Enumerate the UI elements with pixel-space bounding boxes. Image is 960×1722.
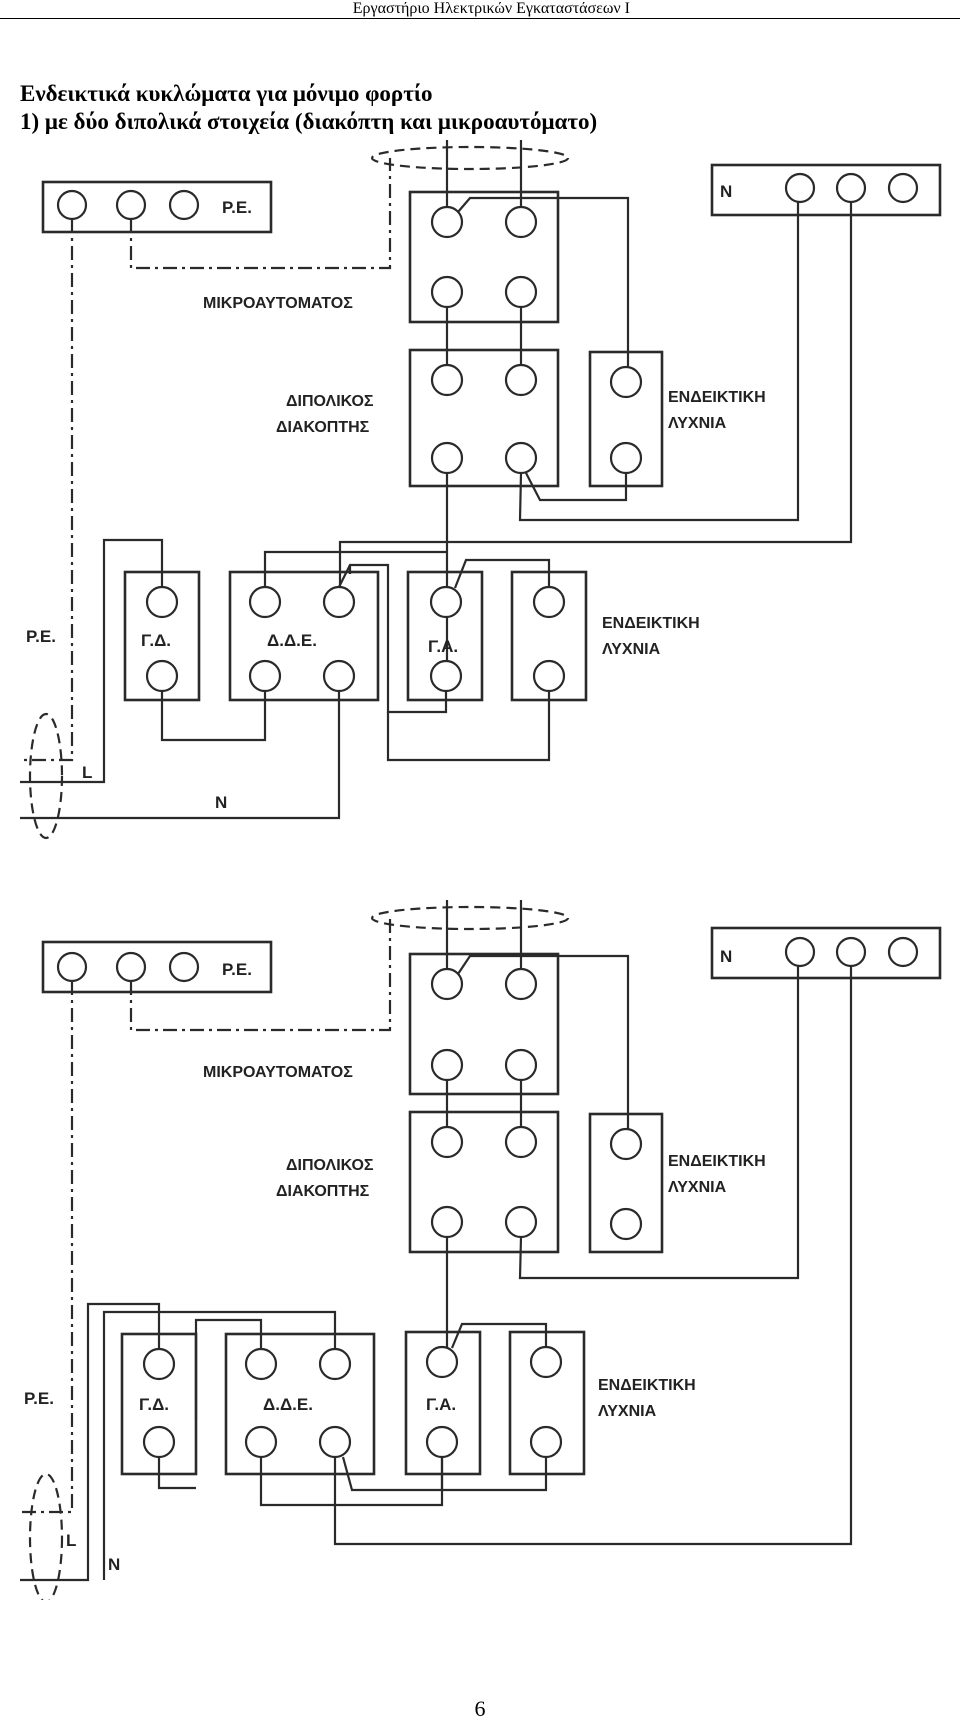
switch-label-1: ΔΙΠΟΛΙΚΟΣ <box>286 393 374 410</box>
switch-label-2: ΔΙΑΚΟΠΤΗΣ <box>276 1183 370 1200</box>
pe-bar <box>41 940 273 994</box>
lamp-label-2: ΛΥΧΝΙΑ <box>668 415 727 432</box>
cable-sheath-top <box>370 905 570 931</box>
pe-bar-label: P.E. <box>222 960 252 979</box>
l-label: L <box>82 763 92 782</box>
pe-label: P.E. <box>24 1389 54 1408</box>
indicator-lamp-box <box>588 1112 664 1254</box>
dde-label: Δ.Δ.Ε. <box>263 1395 313 1414</box>
indicator-lamp-2-box <box>508 1330 586 1476</box>
breaker-box <box>408 952 560 1096</box>
pe-bar <box>41 180 273 234</box>
lamp-label-1: ΕΝΔΕΙΚΤΙΚΗ <box>668 1153 766 1170</box>
neutral-bar-label: N <box>720 947 732 966</box>
indicator-lamp-box <box>588 350 664 488</box>
cable-sheath-top <box>370 145 570 171</box>
breaker-box <box>408 190 560 324</box>
neutral-bar <box>710 163 942 217</box>
circuit-diagram-1: P.E. N ΜΙΚΡΟΑΥΤΟΜΑΤΟΣ ΔΙΠΟΛΙΚΟΣ ΔΙΑΚΟΠΤΗ… <box>20 140 942 840</box>
lamp2-label-2: ΛΥΧΝΙΑ <box>602 641 661 658</box>
running-header: Εργαστήριο Ηλεκτρικών Εγκαταστάσεων Ι <box>0 0 960 19</box>
pe-label: P.E. <box>26 627 56 646</box>
gd-label: Γ.Δ. <box>141 631 171 650</box>
switch-label-2: ΔΙΑΚΟΠΤΗΣ <box>276 419 370 436</box>
dde-label: Δ.Δ.Ε. <box>267 631 317 650</box>
breaker-label: ΜΙΚΡΟΑΥΤΟΜΑΤΟΣ <box>203 1064 353 1081</box>
ga-box <box>406 570 484 702</box>
page-heading: Ενδεικτικά κυκλώματα για μόνιμο φορτίο 1… <box>20 80 597 136</box>
cable-sheath-left <box>28 712 64 840</box>
ga-label: Γ.Α. <box>426 1395 456 1414</box>
n-label: N <box>108 1555 120 1574</box>
ga-label: Γ.Α. <box>428 637 458 656</box>
dde-box <box>228 570 380 702</box>
lamp2-label-1: ΕΝΔΕΙΚΤΙΚΗ <box>598 1377 696 1394</box>
switch-box <box>408 1110 560 1254</box>
n-label: N <box>215 793 227 812</box>
heading-line-1: Ενδεικτικά κυκλώματα για μόνιμο φορτίο <box>20 81 433 106</box>
switch-box <box>408 348 560 488</box>
lamp-label-2: ΛΥΧΝΙΑ <box>668 1179 727 1196</box>
heading-line-2: 1) με δύο διπολικά στοιχεία (διακόπτη κα… <box>20 109 598 134</box>
page-number: 6 <box>474 1696 486 1721</box>
lamp-label-1: ΕΝΔΕΙΚΤΙΚΗ <box>668 389 766 406</box>
dde-box <box>224 1332 376 1476</box>
l-label: L <box>66 1531 76 1550</box>
indicator-lamp-2-box <box>510 570 588 702</box>
pe-bar-label: P.E. <box>222 198 252 217</box>
lamp2-label-1: ΕΝΔΕΙΚΤΙΚΗ <box>602 615 700 632</box>
cable-sheath-left <box>28 1472 64 1600</box>
switch-label-1: ΔΙΠΟΛΙΚΟΣ <box>286 1157 374 1174</box>
circuit-diagram-2: P.E. N ΜΙΚΡΟΑΥΤΟΜΑΤΟΣ ΔΙΠΟΛΙΚΟΣ ΔΙΑΚΟΠΤΗ… <box>20 900 942 1600</box>
breaker-label: ΜΙΚΡΟΑΥΤΟΜΑΤΟΣ <box>203 295 353 312</box>
lamp2-label-2: ΛΥΧΝΙΑ <box>598 1403 657 1420</box>
gd-label: Γ.Δ. <box>139 1395 169 1414</box>
neutral-bar-label: N <box>720 182 732 201</box>
neutral-bar <box>710 926 942 980</box>
